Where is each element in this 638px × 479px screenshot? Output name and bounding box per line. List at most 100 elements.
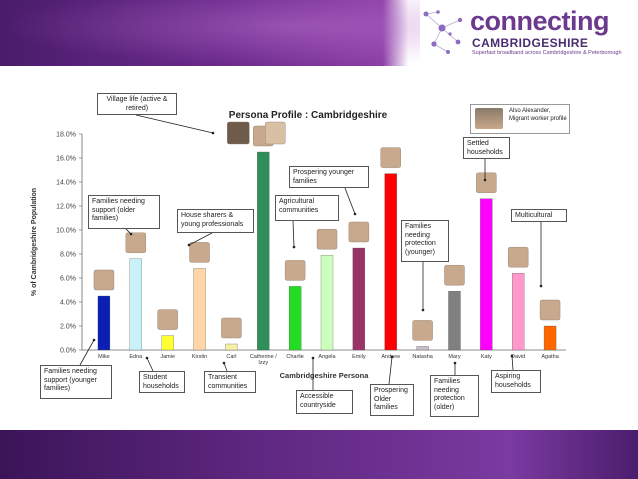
bar-edna	[129, 258, 142, 351]
header-band	[0, 0, 638, 66]
legend-text: Also Alexander, Migrant worker profile	[509, 108, 567, 122]
annotation-arrow-head	[390, 355, 394, 359]
annotation-arrow-head	[211, 131, 215, 135]
y-tick-label: 14.0%	[56, 180, 76, 187]
annotation-arrow-head	[353, 212, 357, 216]
y-tick-label: 18.0%	[56, 132, 76, 139]
note-multicultural: Multicultural	[511, 209, 567, 222]
y-tick-label: 0.0%	[60, 348, 76, 355]
persona-photo	[284, 260, 306, 281]
x-axis-label: Cambridgeshire Persona	[280, 371, 370, 380]
persona-photo	[412, 320, 433, 341]
annotation-arrow	[146, 357, 154, 372]
note-accessible-countryside: Accessible countryside	[296, 390, 353, 414]
annotation-arrow-head	[311, 356, 315, 360]
annotation-arrow-head	[453, 361, 457, 365]
persona-photo	[93, 269, 115, 291]
persona-photo	[265, 121, 286, 145]
annotation-arrow-head	[129, 232, 133, 236]
note-settled: Settled households	[463, 137, 510, 159]
x-tick-label: Catherine /	[250, 354, 277, 360]
note-prospering-younger: Prospering younger families	[289, 166, 369, 188]
persona-photo	[476, 172, 497, 194]
bar-david	[512, 273, 525, 351]
bar-kirstin	[193, 268, 206, 351]
persona-photo	[539, 299, 561, 321]
annotation-arrow	[292, 220, 295, 248]
note-aspiring: Aspiring households	[491, 370, 541, 393]
annotation-arrow	[135, 114, 214, 134]
note-prospering-older: Prospering Older families	[370, 384, 414, 416]
y-tick-label: 6.0%	[60, 276, 76, 283]
annotation-arrow	[388, 356, 393, 385]
x-tick-label: Jamie	[160, 354, 175, 360]
y-tick-label: 12.0%	[56, 204, 76, 211]
x-tick-label: Izzy	[258, 360, 268, 366]
logo-subword: CAMBRIDGESHIRE	[472, 36, 589, 50]
persona-bar-chart: Persona Profile : Cambridgeshire 0.0% 2.0%…	[31, 110, 566, 390]
legend-box: Also Alexander, Migrant worker profile	[470, 104, 570, 134]
bar-mike	[97, 295, 111, 351]
chart-title: Persona Profile : Cambridgeshire	[229, 110, 388, 121]
annotation-arrow-head	[510, 354, 514, 358]
bar-agatha	[543, 325, 557, 351]
x-tick-label: Edna	[129, 354, 143, 360]
note-families-protection-younger: Families needing protection (younger)	[401, 220, 449, 262]
logo-tagline: Superfast broadband across Cambridgeshir…	[472, 50, 622, 56]
annotation-arrow-head	[222, 361, 226, 365]
y-axis-label: % of Cambridgeshire Population	[31, 188, 38, 296]
persona-photo	[157, 309, 178, 330]
x-tick-label: Natasha	[412, 354, 433, 360]
network-dots-icon	[423, 10, 463, 54]
note-transient: Transient communities	[204, 371, 256, 393]
annotation-arrow	[188, 232, 213, 246]
y-tick-label: 10.0%	[56, 228, 76, 235]
y-tick-label: 8.0%	[60, 252, 76, 259]
persona-photo	[189, 242, 210, 263]
persona-photo	[227, 121, 250, 145]
persona-photo	[125, 232, 147, 254]
bar-angela	[320, 255, 334, 351]
bar-natasha	[416, 346, 429, 351]
annotation-arrow-head	[187, 243, 191, 247]
alexander-photo	[475, 108, 503, 129]
x-tick-label: Charlie	[286, 354, 303, 360]
connecting-cambridgeshire-logo: connecting CAMBRIDGESHIRE Superfast broa…	[418, 4, 634, 60]
bar-jamie	[161, 335, 174, 351]
persona-photo	[444, 265, 465, 286]
annotation-arrow	[344, 187, 356, 215]
annotation-arrow	[223, 362, 228, 372]
note-student: Student households	[139, 371, 185, 393]
annotation-arrow-head	[292, 245, 296, 249]
x-tick-label: Katy	[481, 354, 492, 360]
persona-photo	[316, 228, 338, 250]
x-tick-label: Emily	[352, 354, 366, 360]
persona-photo	[221, 317, 242, 339]
annotation-arrow	[511, 355, 514, 371]
bar-catherine-izzy	[257, 151, 270, 351]
note-families-support-older: Families needing support (older families…	[88, 195, 160, 229]
x-tick-label: Kirstin	[192, 354, 207, 360]
y-tick-label: 2.0%	[60, 324, 76, 331]
note-house-sharers: House sharers & young professionals	[177, 209, 254, 233]
x-tick-label: David	[511, 354, 525, 360]
annotation-arrow	[79, 339, 95, 366]
x-tick-label: Mary	[448, 354, 460, 360]
logo-wordmark: connecting	[470, 6, 610, 36]
footer-band	[0, 430, 638, 479]
note-village-life: Village life (active & retired)	[97, 93, 177, 115]
persona-photo	[380, 147, 401, 168]
bar-carl	[225, 343, 238, 351]
note-agricultural: Agricultural communities	[275, 195, 339, 221]
y-tick-label: 4.0%	[60, 300, 76, 307]
x-tick-label: Angela	[318, 354, 336, 360]
annotation-arrow-head	[421, 308, 425, 312]
persona-photo	[508, 246, 529, 268]
annotation-arrow-head	[145, 356, 149, 360]
bar-katy	[480, 198, 493, 351]
bar-mary	[448, 291, 461, 351]
bar-charlie	[288, 286, 302, 351]
x-tick-label: Agatha	[541, 354, 559, 360]
bar-andrew	[384, 173, 397, 351]
y-tick-label: 16.0%	[56, 156, 76, 163]
